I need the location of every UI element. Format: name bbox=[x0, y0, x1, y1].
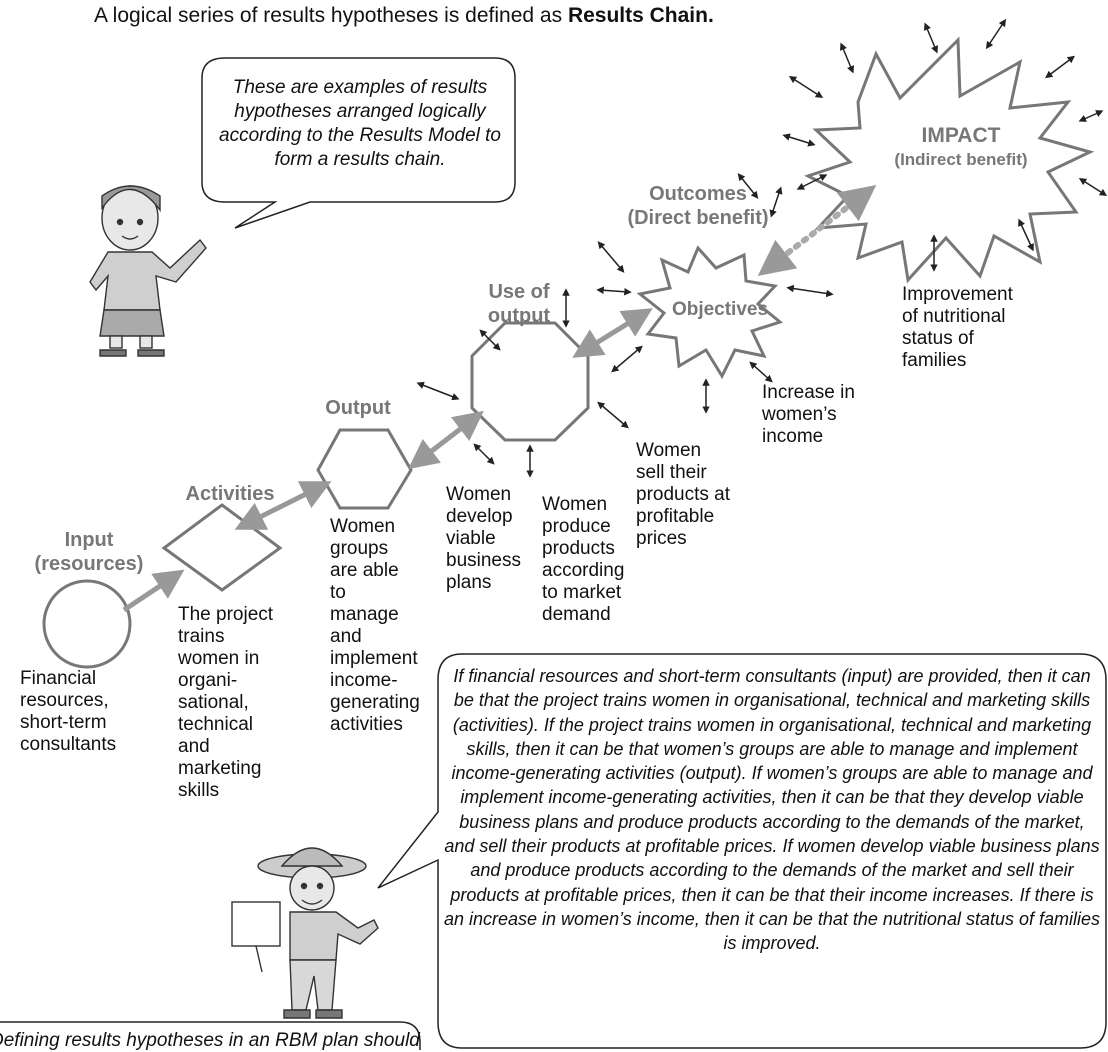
top-bubble-text: These are examples of results hypotheses… bbox=[219, 77, 501, 170]
bottom-speech-bubble bbox=[377, 653, 1107, 1049]
stage-use-of-output-label: Use of output bbox=[487, 281, 551, 327]
impact-description: Improvement of nutritional status of fam… bbox=[902, 284, 1013, 371]
input-description: Financial resources, short-term consulta… bbox=[20, 668, 117, 755]
objectives-label: Objectives bbox=[671, 299, 769, 320]
stage-outcomes-label: Outcomes (Direct benefit) bbox=[627, 183, 769, 229]
header-bold: Results Chain. bbox=[567, 4, 714, 27]
output-description: Women groups are able to manage and impl… bbox=[330, 516, 420, 735]
header-line: A logical series of results hypotheses i… bbox=[94, 4, 1054, 28]
corner-speech-bubble bbox=[0, 1021, 421, 1050]
bottom-bubble-text: If financial resources and short-term co… bbox=[443, 666, 1101, 954]
arrow-objectives-impact bbox=[757, 185, 877, 276]
arrow-output-use bbox=[408, 410, 484, 470]
use-description-1: Women develop viable business plans bbox=[446, 484, 521, 593]
stage-activities-label: Activities bbox=[185, 483, 275, 505]
activities-diamond bbox=[161, 503, 283, 592]
use-description-3: Women sell their products at profitable … bbox=[636, 440, 730, 549]
input-circle bbox=[42, 579, 132, 669]
header-prefix: A logical series of results hypotheses i… bbox=[94, 4, 568, 27]
outcome-description: Increase in women’s income bbox=[762, 382, 855, 447]
girl-figure bbox=[89, 185, 207, 357]
stage-impact-label: IMPACT (Indirect benefit) bbox=[894, 124, 1028, 169]
objectives-star bbox=[636, 245, 784, 380]
use-of-output-octagon bbox=[470, 321, 590, 442]
influence-arrows bbox=[416, 18, 1108, 478]
corner-text: Defining results hypotheses in an RBM pl… bbox=[0, 1030, 420, 1051]
top-speech-bubble bbox=[201, 57, 516, 229]
stage-output-label: Output bbox=[325, 397, 391, 419]
output-hexagon bbox=[316, 428, 413, 510]
stage-input-label: Input (resources) bbox=[34, 529, 144, 575]
arrow-activities-output bbox=[234, 481, 332, 530]
use-description-2: Women produce products according to mark… bbox=[542, 494, 625, 625]
activities-description: The project trains women in organi-satio… bbox=[178, 604, 274, 801]
man-figure bbox=[231, 847, 379, 1019]
arrow-input-activities bbox=[122, 569, 185, 613]
arrow-use-objectives bbox=[572, 308, 653, 358]
